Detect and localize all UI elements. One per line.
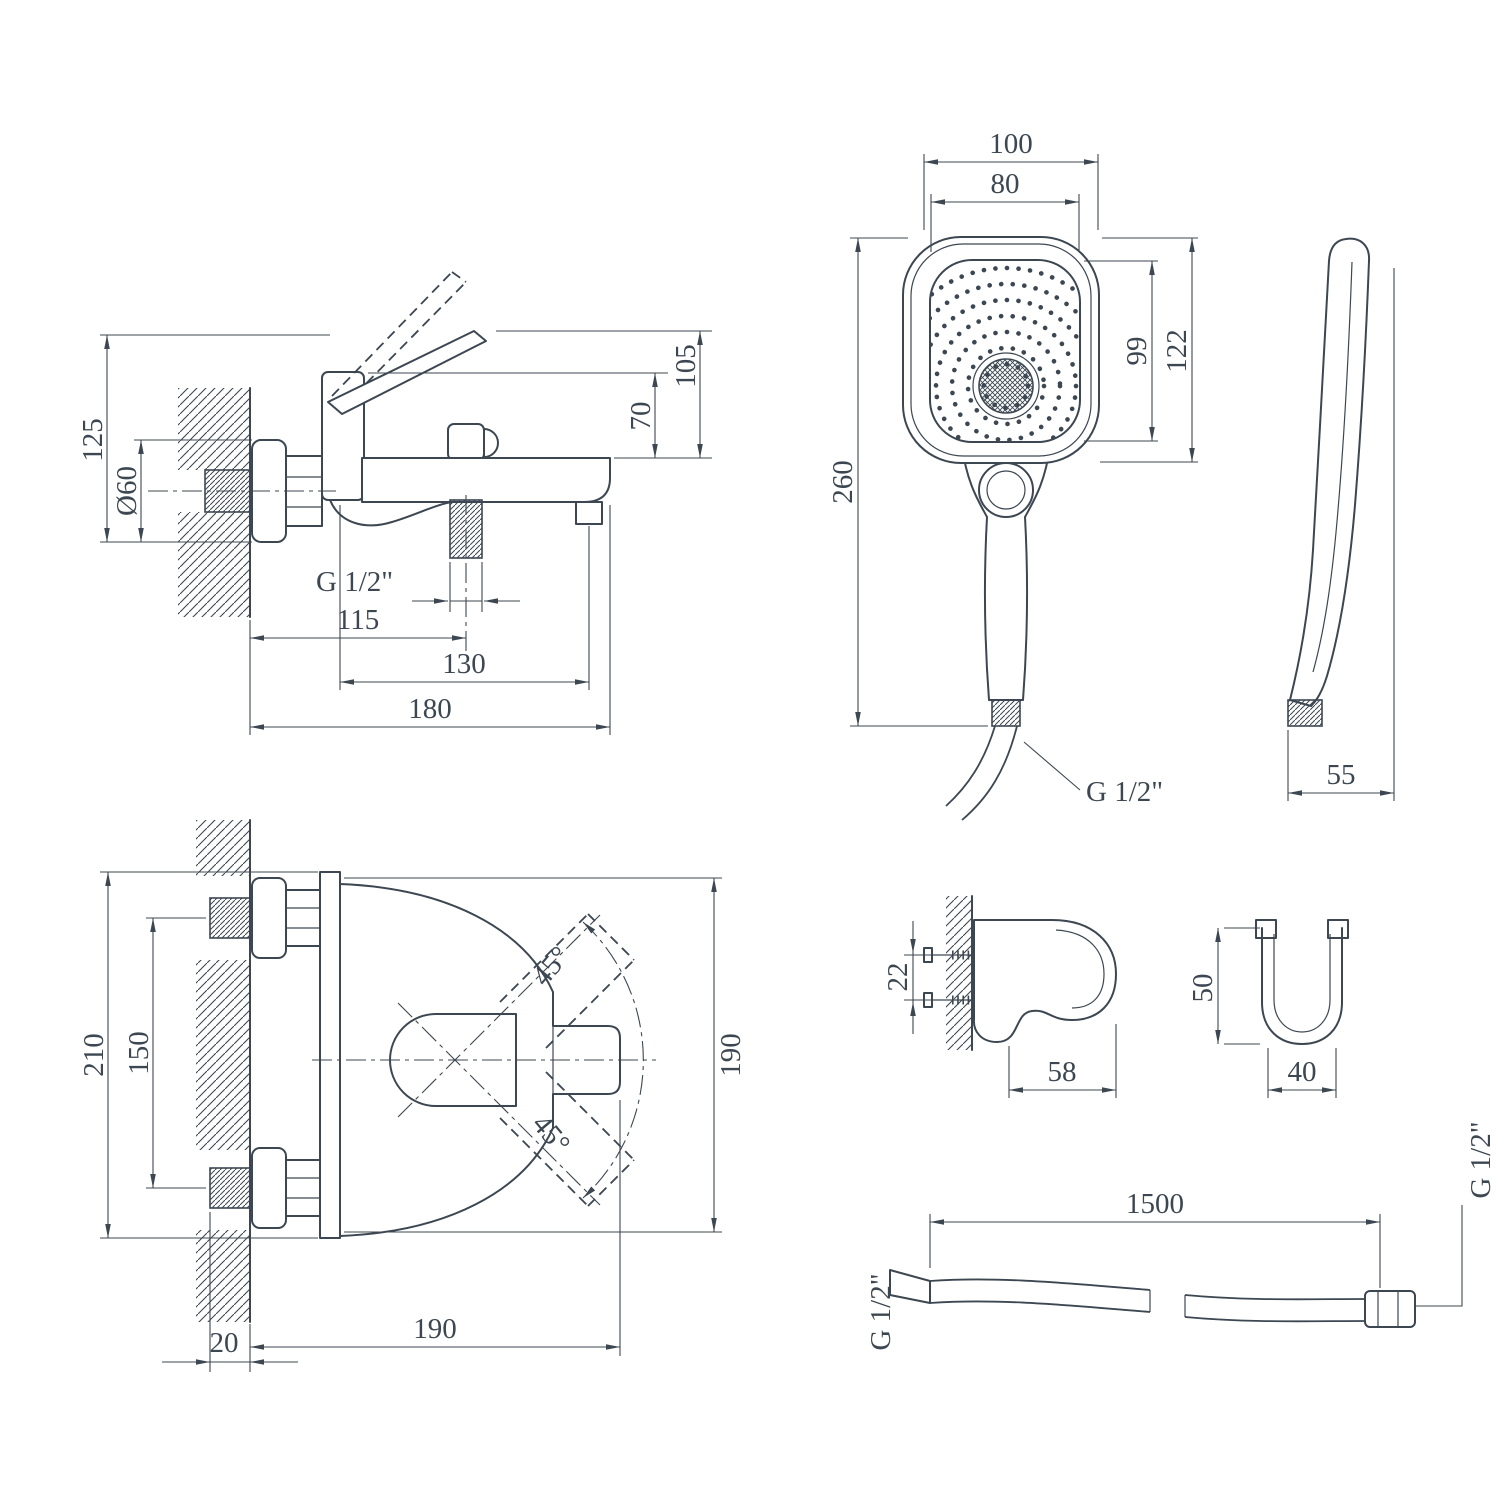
wall-hatch	[196, 960, 250, 1150]
spout	[361, 457, 611, 503]
view-holder-front: 50 40	[1187, 919, 1349, 1098]
escutcheon-top	[251, 877, 287, 959]
dim-40-label: 40	[1288, 1056, 1317, 1088]
view-mixer-front: 210 150 190 45° 45° 20 190	[78, 819, 747, 1372]
lever-down-dashed	[499, 1117, 589, 1207]
profile-thread	[1287, 699, 1323, 727]
wall-hatch	[178, 388, 250, 470]
dim-100-label: 100	[989, 128, 1033, 160]
dim-70-label: 70	[625, 402, 657, 431]
shower-thread-label: G 1/2"	[1086, 776, 1163, 808]
centerline-45-down	[397, 1002, 601, 1206]
nut-bottom	[285, 1159, 321, 1217]
diverter-knob	[447, 423, 485, 461]
dim-80-label: 80	[991, 168, 1020, 200]
view-hose: 1500 G 1/2" G 1/2"	[865, 1121, 1497, 1350]
view-shower-side: 55	[1287, 237, 1395, 801]
rotation-arc	[582, 921, 644, 1199]
view-mixer-side: 125 Ø60 70 105 G 1/2" 115 130 180	[77, 271, 712, 735]
wall-hatch	[196, 820, 250, 876]
holder-hook-left	[1255, 919, 1277, 939]
dim-20-label: 20	[210, 1327, 239, 1359]
wall-hatch	[196, 1230, 250, 1322]
dim-22-label: 22	[882, 963, 914, 992]
dim-180-label: 180	[408, 693, 452, 725]
spray-face	[929, 259, 1081, 443]
handle-thread	[991, 699, 1021, 727]
hose-start	[945, 725, 996, 807]
dim-260-label: 260	[827, 460, 859, 504]
hose-thread-left-label: G 1/2"	[865, 1273, 897, 1350]
dim-50-label: 50	[1187, 974, 1219, 1003]
dim-125-label: 125	[77, 418, 109, 462]
dim-130-label: 130	[442, 648, 486, 680]
holder-body	[972, 919, 1117, 1043]
escutcheon-bottom	[251, 1147, 287, 1229]
dim-60-label: Ø60	[111, 466, 143, 516]
dim-105-label: 105	[670, 344, 702, 388]
view-shower-front: 100 80 99 122 260 G 1/2"	[827, 128, 1198, 821]
view-holder-side: 22 58	[882, 895, 1117, 1098]
centerline-45-up	[397, 914, 601, 1118]
underbody-curve	[329, 499, 453, 527]
wall-hatch	[946, 896, 972, 1050]
shower-profile	[1289, 237, 1371, 707]
dim-122-label: 122	[1161, 329, 1193, 373]
thread-label: G 1/2"	[316, 566, 393, 598]
nut-top	[285, 889, 321, 947]
dim-55-label: 55	[1327, 759, 1356, 791]
body-plate	[319, 871, 341, 1239]
dim-99-label: 99	[1121, 337, 1153, 366]
wall-hatch	[178, 512, 250, 617]
lever-up-dashed	[499, 913, 589, 1003]
hose-segment-1	[929, 1278, 1151, 1291]
dim-1500-label: 1500	[1126, 1188, 1184, 1220]
mesh-nozzle	[978, 358, 1034, 414]
holder-hook-right	[1327, 919, 1349, 939]
hose-segment-2	[1184, 1294, 1366, 1301]
dim-115-label: 115	[337, 604, 379, 636]
spout-outlet	[575, 501, 603, 525]
holder-front-outline	[1261, 927, 1343, 1045]
dim-58-label: 58	[1048, 1056, 1077, 1088]
dim-150-label: 150	[123, 1031, 155, 1075]
dim-190-bottom-label: 190	[413, 1313, 457, 1345]
hose-thread-right-label: G 1/2"	[1465, 1121, 1497, 1198]
lever-raised-dashed	[331, 271, 453, 397]
hose-nut-fitting	[1364, 1290, 1416, 1328]
shower-handle	[961, 445, 1051, 701]
dim-210-label: 210	[78, 1033, 110, 1077]
dim-190-right-label: 190	[715, 1033, 747, 1077]
